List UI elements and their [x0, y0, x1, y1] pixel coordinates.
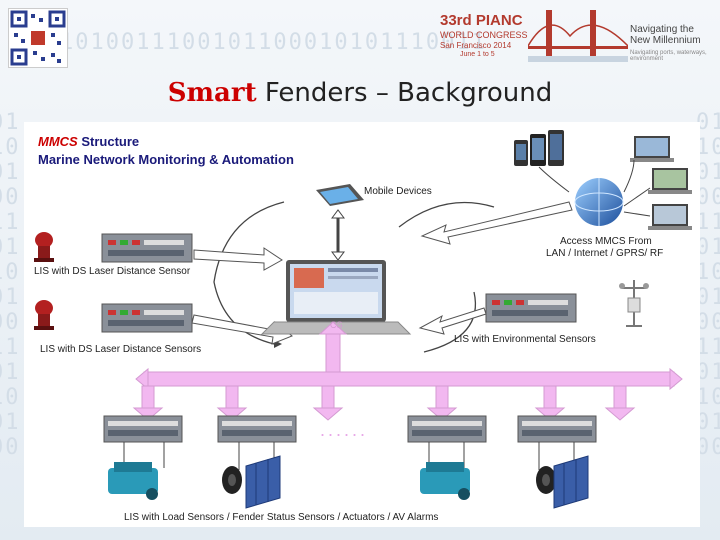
lis-panel-env [485, 293, 577, 323]
lis-panel-ds2 [101, 303, 193, 333]
remote-laptop-1 [630, 136, 674, 162]
lis-panel-bottom-4 [517, 415, 597, 443]
qr-code [8, 8, 68, 68]
heading-mmcs: MMCS [38, 134, 78, 149]
lis-panel-bottom-3 [407, 415, 487, 443]
diagram-heading-line2: Marine Network Monitoring & Automation [38, 152, 294, 167]
label-access-line1: Access MMCS From [560, 236, 652, 247]
arrow-env [418, 307, 487, 335]
lis-panel-bottom-2 [217, 415, 297, 443]
conference-subtagline: Navigating ports, waterways, environment [630, 50, 707, 62]
label-mobile-devices: Mobile Devices [364, 186, 432, 197]
label-lis-env: LIS with Environmental Sensors [454, 334, 596, 345]
load-sensor-icon [420, 462, 470, 500]
label-access-line2: LAN / Internet / GPRS/ RF [546, 248, 664, 259]
lis-panel-bottom-1 [103, 415, 183, 443]
title-suffix: Fenders – Background [264, 78, 553, 108]
weather-station-icon [619, 280, 649, 327]
loop-arrow-right [423, 291, 476, 353]
arrow-globe [420, 201, 573, 245]
arrow-ds1 [193, 247, 283, 271]
remote-laptop-3 [648, 204, 692, 230]
golden-gate-bridge-icon [528, 10, 628, 62]
laptop-icon [260, 260, 412, 335]
conference-tagline: Navigating the New Millennium [630, 24, 701, 46]
conference-logo: 33rd PIANC WORLD CONGRESS San Francisco … [440, 6, 710, 66]
conference-dates: June 1 to 5 [460, 51, 495, 58]
laser-sensor-icon [34, 300, 54, 330]
title-prefix: Smart [167, 78, 257, 108]
load-sensor-icon [108, 462, 158, 500]
binary-pattern: 1010011100101100010101110011 [60, 30, 487, 55]
phones-icon [514, 130, 564, 166]
fender-panel-icon [245, 455, 281, 509]
tablet-icon [316, 184, 364, 206]
label-dots: ...... [320, 420, 369, 440]
label-cs: CS [330, 320, 343, 330]
laser-sensor-icon [34, 232, 54, 262]
loop-arrow-top [398, 201, 495, 228]
conference-edition: 33rd PIANC [440, 12, 523, 29]
label-lis-ds2: LIS with DS Laser Distance Sensors [40, 344, 202, 355]
fender-panel-icon [553, 455, 589, 509]
remote-laptop-2 [648, 168, 692, 194]
diagram-graphics [34, 130, 692, 509]
mmcs-structure-diagram: MMCS Structure Marine Network Monitoring… [24, 122, 700, 527]
label-lis-ds1: LIS with DS Laser Distance Sensor [34, 266, 191, 277]
conference-location: San Francisco 2014 [440, 41, 512, 50]
slide-title: Smart Fenders – Background [0, 78, 720, 108]
pink-bus [132, 321, 683, 421]
diagram-heading-line1: MMCS Structure [38, 134, 139, 149]
lis-panel-ds1 [101, 233, 193, 263]
label-bottom: LIS with Load Sensors / Fender Status Se… [124, 512, 439, 523]
conference-congress: WORLD CONGRESS [440, 30, 528, 40]
heading-structure: Structure [81, 134, 140, 149]
